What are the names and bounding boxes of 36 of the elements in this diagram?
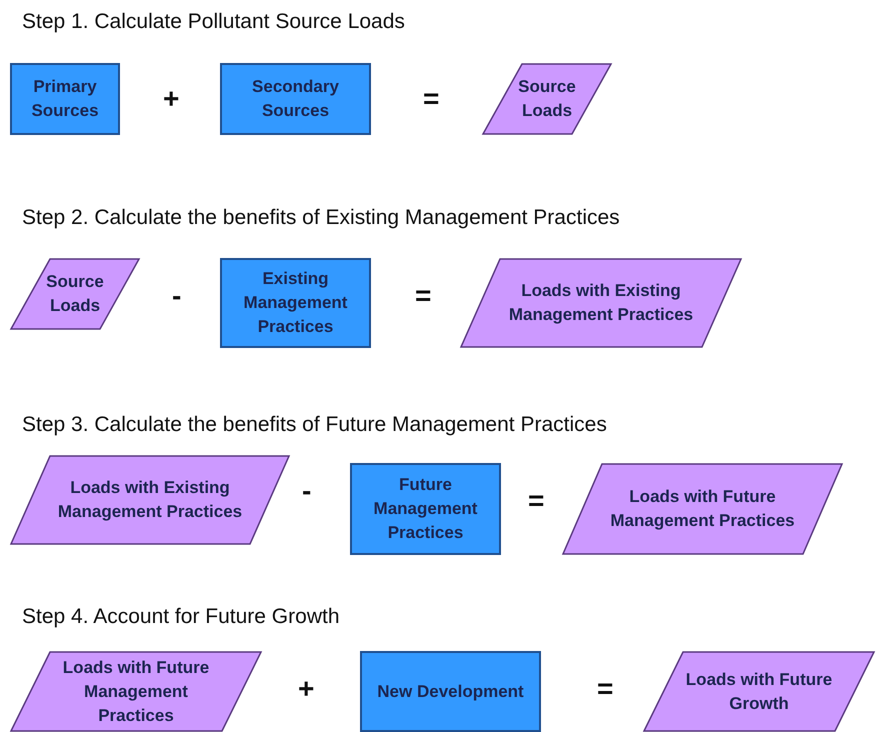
data-parallelogram xyxy=(562,463,843,555)
process-box xyxy=(10,63,120,135)
process-box xyxy=(220,258,371,348)
operator-symbol: - xyxy=(302,475,312,507)
process-box xyxy=(350,463,501,555)
node-label: Loads with Existing Management Practices xyxy=(56,477,244,523)
data-parallelogram xyxy=(10,651,262,732)
data-parallelogram xyxy=(482,63,612,135)
node-label: Loads with Future Growth xyxy=(684,668,834,714)
operator-symbol: = xyxy=(423,83,440,115)
step-heading: Step 3. Calculate the benefits of Future Management Practices xyxy=(22,413,607,437)
node-label: Primary Sources xyxy=(30,76,100,122)
node-label: Loads with Future Management Practices xyxy=(62,656,210,726)
node-label: Existing Management Practices xyxy=(242,268,348,338)
node-label: Secondary Sources xyxy=(251,76,340,122)
node-label: New Development xyxy=(376,680,525,702)
step-heading: Step 2. Calculate the benefits of Existing Management Practices xyxy=(22,206,620,230)
operator-symbol: = xyxy=(528,485,544,517)
operator-symbol: + xyxy=(298,673,314,705)
data-parallelogram xyxy=(460,258,742,348)
operator-symbol: + xyxy=(163,83,180,115)
node-label: Loads with Future Management Practices xyxy=(609,486,796,532)
process-box xyxy=(220,63,371,135)
operator-symbol: = xyxy=(597,673,614,705)
node-label: Source Loads xyxy=(45,271,105,317)
node-label: Source Loads xyxy=(517,76,577,122)
data-parallelogram xyxy=(10,455,290,545)
data-parallelogram xyxy=(643,651,875,732)
process-box xyxy=(360,651,541,732)
data-parallelogram xyxy=(10,258,140,330)
step-heading: Step 1. Calculate Pollutant Source Loads xyxy=(22,10,405,34)
step-heading: Step 4. Account for Future Growth xyxy=(22,605,340,629)
operator-symbol: - xyxy=(172,280,182,312)
node-label: Future Management Practices xyxy=(372,474,478,544)
operator-symbol: = xyxy=(415,280,432,312)
node-label: Loads with Existing Management Practices xyxy=(508,280,694,326)
